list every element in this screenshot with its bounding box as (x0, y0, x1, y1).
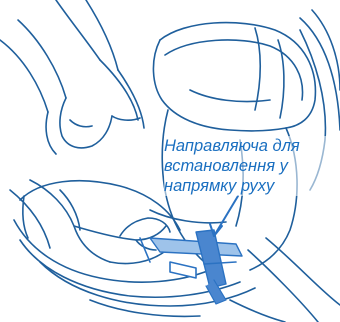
annotation-callout: Направляюча для встановлення у напрямку … (164, 136, 340, 196)
annotation-line-3: напрямку руху (164, 176, 340, 196)
annotation-line-2: встановлення у (164, 156, 340, 176)
seat-belt-guide-icon (140, 230, 242, 304)
annotation-line-1: Направляюча для (164, 136, 340, 156)
hands-icon (0, 0, 170, 264)
